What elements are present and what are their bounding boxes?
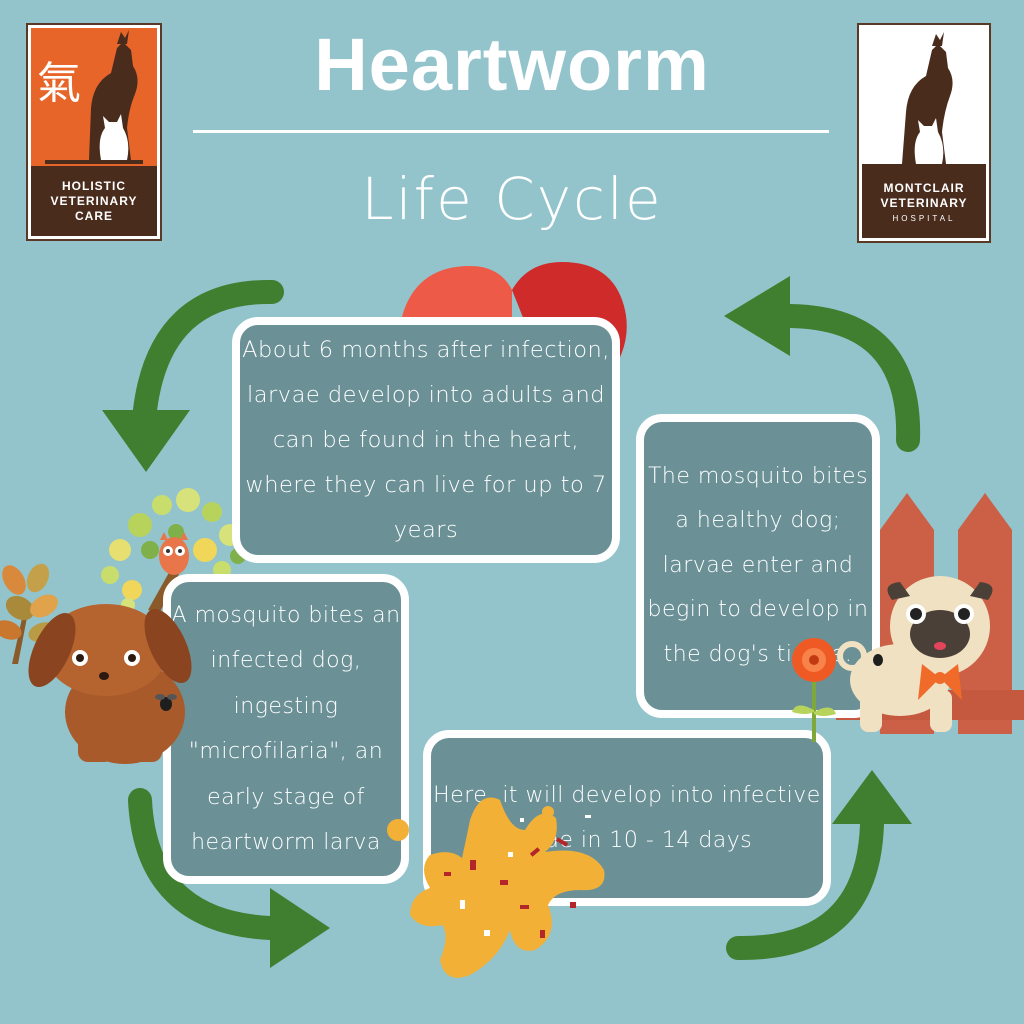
step-mosquito-bites-healthy-dog-box: The mosquito bites a healthy dog; larvae… <box>636 414 880 718</box>
montclair-veterinary-hospital-logo: MONTCLAIR VETERINARY HOSPITAL <box>859 25 989 241</box>
step-infective-larvae-text: Here, it will develop into infective lar… <box>433 783 821 853</box>
page-title: Heartworm <box>314 23 710 106</box>
step-mosquito-bites-healthy-dog-text: The mosquito bites a healthy dog; larvae… <box>647 463 869 667</box>
step-adult-heartworm-box: About 6 months after infection, larvae d… <box>232 317 620 563</box>
cycle-arrow-top-right-icon <box>724 276 921 452</box>
cycle-arrow-bottom-left-icon <box>128 788 330 968</box>
step-adult-heartworm-text: About 6 months after infection, larvae d… <box>242 336 610 543</box>
chinese-glyph: 氣 <box>37 58 81 109</box>
autumn-branch-icon <box>0 563 58 664</box>
logo-left-line3: CARE <box>74 208 113 223</box>
holistic-veterinary-care-logo: 氣 HOLISTIC VETERINARY CARE <box>28 25 160 239</box>
cycle-arrow-bottom-right-icon <box>726 770 912 961</box>
logo-right-line3: HOSPITAL <box>892 213 956 223</box>
step-mosquito-bites-infected-dog-text: A mosquito bites an infected dog, ingest… <box>171 602 401 856</box>
step-infective-larvae-box: Here, it will develop into infective lar… <box>423 730 831 906</box>
step-mosquito-bites-infected-dog-box: A mosquito bites an infected dog, ingest… <box>163 574 409 884</box>
logo-left-line2: VETERINARY <box>50 193 138 208</box>
logo-right-line2: VETERINARY <box>880 195 968 210</box>
cycle-arrow-top-left-icon <box>102 279 284 472</box>
dog-cat-silhouette-icon <box>862 32 986 168</box>
dog-cat-silhouette-icon: 氣 <box>37 30 143 164</box>
page-subtitle: Life Cycle <box>361 165 663 233</box>
logo-right-line1: MONTCLAIR <box>883 180 965 195</box>
logo-left-line1: HOLISTIC <box>62 178 126 193</box>
title-divider <box>193 130 829 133</box>
owl-icon <box>159 532 189 575</box>
